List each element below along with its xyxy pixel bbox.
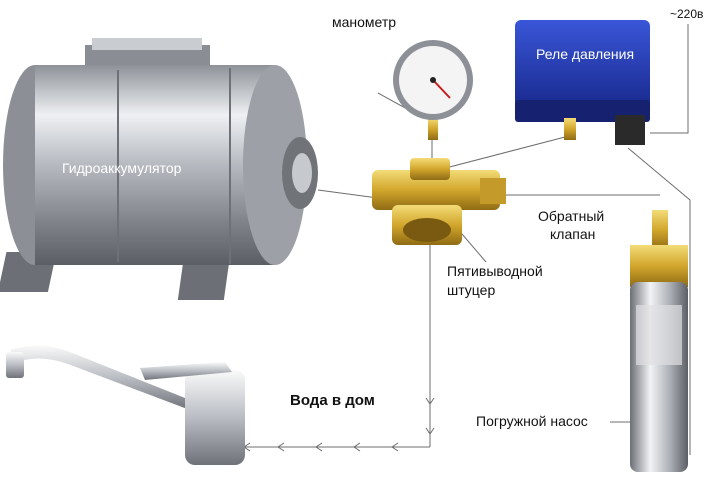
hydro-accumulator-tank-icon [0,38,318,300]
tank-to-fitting-line [317,189,379,199]
pressure-relay-label: Реле давления [536,46,635,62]
fitting-label-2: штуцер [447,282,496,298]
pressure-gauge-icon [393,40,473,140]
accumulator-label: Гидроаккумулятор [62,160,182,176]
five-way-brass-fitting-icon [372,158,506,245]
connector-lines [240,24,691,455]
check-valve-label-1: Обратный [538,208,605,224]
submersible-pump-label: Погружной насос [476,413,588,429]
fitting-label-1: Пятивыводной [447,263,543,279]
power-cable-line [650,24,689,134]
submersible-pump-icon [630,210,688,472]
water-home-label: Вода в дом [290,392,375,409]
manometer-label: манометр [332,14,397,30]
relay-to-fitting-line [437,136,566,171]
check-valve-label-2: клапан [550,226,596,242]
single-lever-faucet-icon [6,345,245,465]
power-label: ~220в [670,7,704,21]
relay-cable-line [627,147,691,455]
pressure-relay-box-icon [515,20,650,145]
